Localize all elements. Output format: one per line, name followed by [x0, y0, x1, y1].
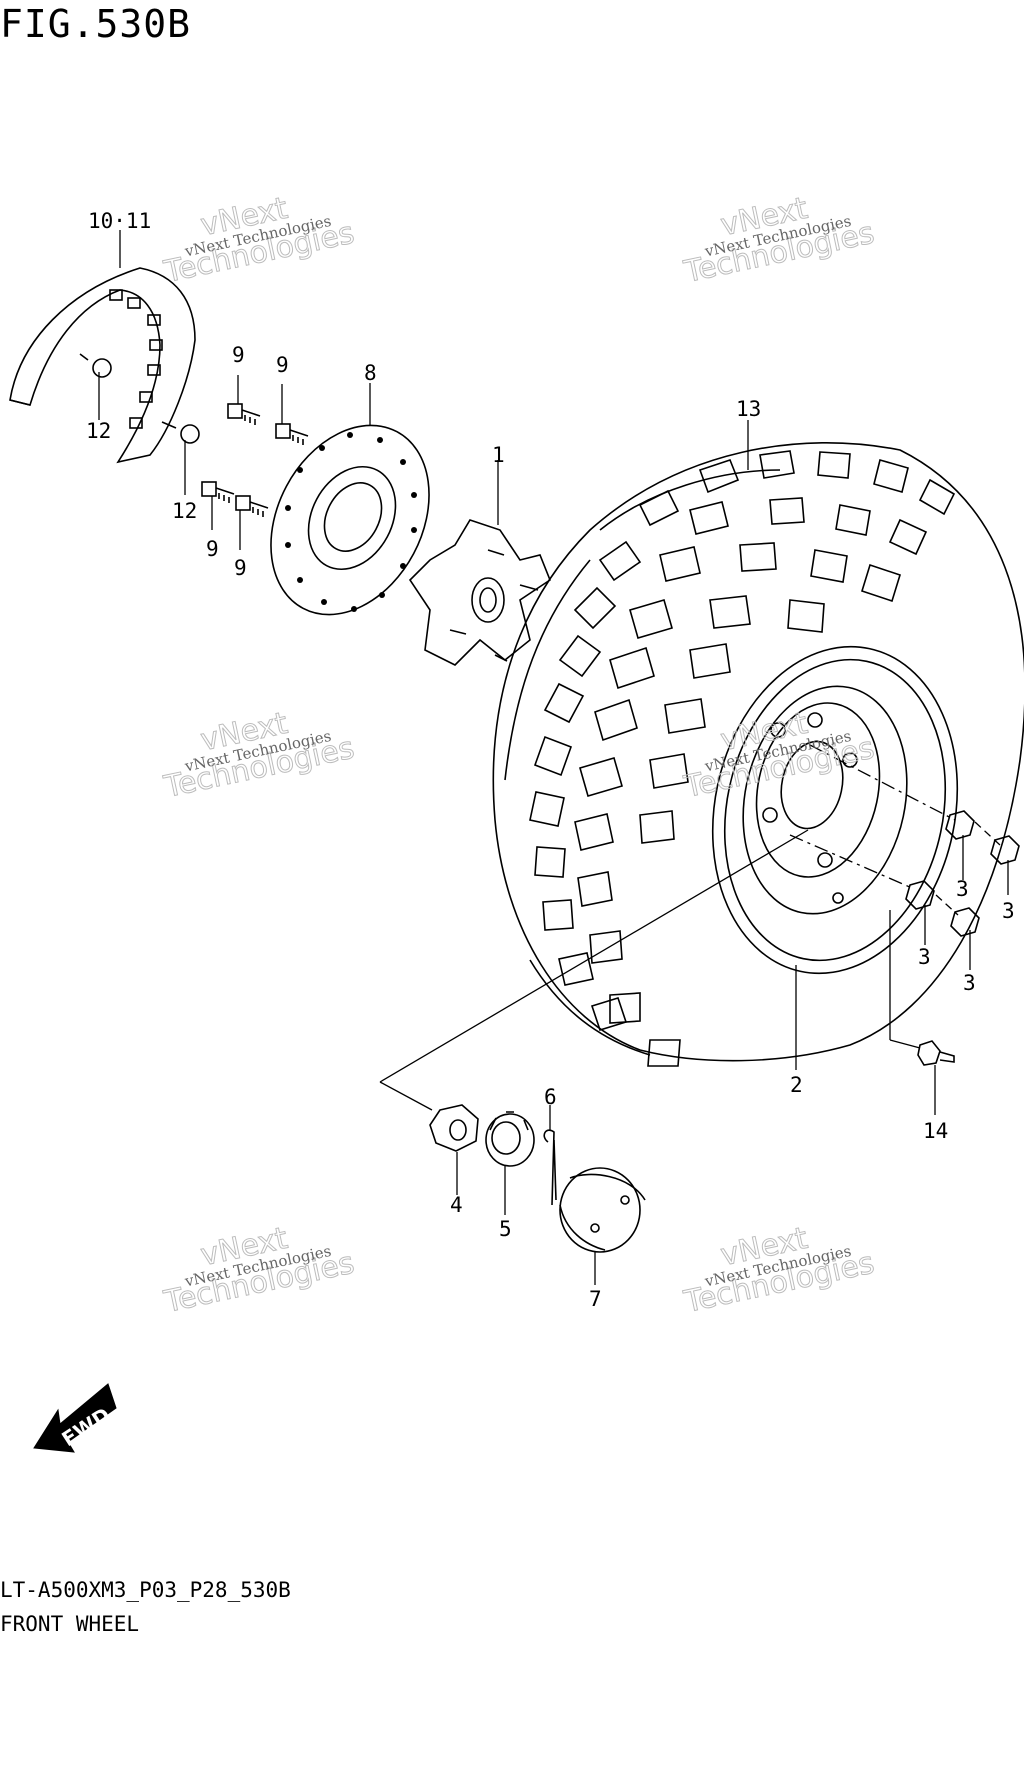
watermark-bottom-right: vNext Technologies vNext Technologies	[680, 1220, 878, 1320]
callout-nut-3-c: 3	[918, 945, 931, 969]
callout-nut-3-d: 3	[963, 971, 976, 995]
leader-lines	[98, 230, 1009, 1285]
callout-bolt-9-c: 9	[206, 537, 219, 561]
valve-illustration[interactable]	[917, 1040, 955, 1066]
bolt-9-b-illustration[interactable]	[275, 423, 309, 445]
hub-cap-illustration[interactable]	[559, 1167, 646, 1253]
callout-bolt-9-d: 9	[234, 556, 247, 580]
model-code: LT-A500XM3_P03_P28_530B	[0, 1578, 291, 1602]
watermark-top-left: vNext Technologies vNext Technologies	[160, 190, 358, 290]
callout-tire: 13	[736, 397, 761, 421]
nut-3-d-illustration[interactable]	[950, 907, 980, 937]
callout-disc-cover: 10·11	[88, 209, 151, 233]
callout-cotter-pin: 6	[544, 1085, 557, 1109]
fwd-arrow-icon: FWD	[33, 1383, 117, 1453]
washer-illustration[interactable]	[429, 1104, 479, 1152]
disc-cover-illustration[interactable]	[9, 267, 196, 464]
callout-nut-3-a: 3	[956, 877, 969, 901]
bolt-9-c-illustration[interactable]	[201, 481, 235, 503]
callout-washer: 4	[450, 1193, 463, 1217]
callout-brake-disc: 8	[364, 361, 377, 385]
rim-illustration[interactable]	[683, 624, 986, 997]
callout-bolt-9-b: 9	[276, 353, 289, 377]
section-name: FRONT WHEEL	[0, 1612, 140, 1636]
callout-valve: 14	[923, 1119, 948, 1143]
bolt-12-top-illustration[interactable]	[79, 353, 112, 378]
watermark-bottom-left: vNext Technologies vNext Technologies	[160, 1220, 358, 1320]
tire-illustration[interactable]	[492, 442, 1024, 1067]
nut-3-c-illustration[interactable]	[905, 880, 935, 910]
cotter-pin-illustration[interactable]	[543, 1129, 557, 1206]
brake-disc-illustration[interactable]	[239, 398, 460, 642]
castle-nut-illustration[interactable]	[485, 1111, 535, 1167]
hub-illustration[interactable]	[408, 519, 551, 666]
callout-nut-3-b: 3	[1002, 899, 1015, 923]
nut-3-a-illustration[interactable]	[945, 810, 975, 840]
watermark-mid-left: vNext Technologies vNext Technologies	[160, 705, 358, 805]
nut-3-b-illustration[interactable]	[990, 835, 1020, 865]
callout-castle-nut: 5	[499, 1217, 512, 1241]
bolt-9-d-illustration[interactable]	[235, 495, 269, 517]
figure-title: FIG.530B	[0, 2, 192, 46]
callout-bolt-12-top: 12	[86, 419, 111, 443]
watermark-mid-right: vNext Technologies vNext Technologies	[680, 705, 878, 805]
bolt-12-mid-illustration[interactable]	[161, 421, 200, 444]
callout-hub-cap: 7	[589, 1287, 602, 1311]
callout-rim: 2	[790, 1073, 803, 1097]
bolt-9-a-illustration[interactable]	[227, 403, 261, 425]
watermark-top-right: vNext Technologies vNext Technologies	[680, 190, 878, 290]
callout-bolt-9-a: 9	[232, 343, 245, 367]
callout-bolt-12-mid: 12	[172, 499, 197, 523]
callout-hub: 1	[492, 443, 505, 467]
